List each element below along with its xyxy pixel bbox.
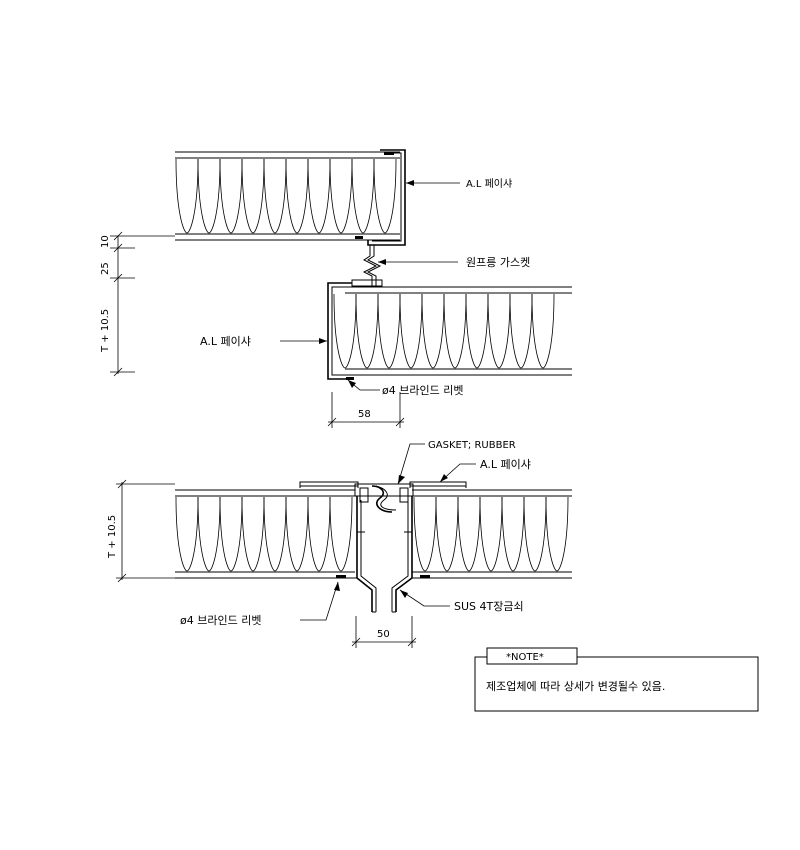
leader-blind-rivet-lower — [300, 581, 340, 621]
label-blind-rivet-lower: ø4 브라인드 리벳 — [180, 614, 261, 627]
upper-right-panel — [333, 286, 572, 376]
insulation-pattern — [413, 496, 569, 572]
insulation-batt — [465, 293, 489, 369]
insulation-batt — [377, 293, 401, 369]
insulation-batt — [285, 496, 309, 572]
insulation-batt — [487, 293, 511, 369]
label-sus-fitting: SUS 4T장금쇠 — [454, 600, 524, 613]
label-blind-rivet-upper: ø4 브라인드 리벳 — [382, 384, 463, 397]
gasket-rubber — [354, 483, 414, 513]
note-text: 제조업체에 따라 상세가 변경될수 있음. — [486, 679, 665, 693]
insulation-batt — [333, 293, 357, 369]
insulation-batt — [329, 496, 353, 572]
al-facia-upper — [355, 149, 406, 246]
note-title: *NOTE* — [506, 652, 544, 663]
insulation-batt — [307, 158, 331, 234]
dimension-58 — [327, 392, 405, 428]
insulation-batt — [355, 293, 379, 369]
label-al-facia-right: A.L 페이샤 — [466, 178, 512, 190]
lower-right-panel — [412, 489, 572, 579]
leader-al-facia-lower — [439, 463, 476, 483]
dim-t-upper: T + 10.5 — [100, 309, 111, 353]
leader-al-facia-right — [406, 180, 460, 186]
insulation-batt — [285, 158, 309, 234]
leader-one-touch-gasket — [378, 259, 458, 265]
insulation-batt — [545, 496, 569, 572]
insulation-batt — [219, 496, 243, 572]
dimension-50 — [351, 616, 417, 648]
insulation-batt — [399, 293, 423, 369]
lower-left-panel — [175, 489, 355, 579]
insulation-batt — [523, 496, 547, 572]
insulation-batt — [263, 496, 287, 572]
insulation-batt — [241, 158, 265, 234]
insulation-pattern — [175, 496, 353, 572]
insulation-batt — [509, 293, 533, 369]
leader-gasket-rubber — [397, 443, 425, 485]
insulation-batt — [443, 293, 467, 369]
insulation-batt — [329, 158, 353, 234]
dimension-t-lower — [116, 479, 175, 583]
label-al-facia-left: A.L 페이샤 — [200, 335, 251, 348]
insulation-batt — [263, 158, 287, 234]
insulation-batt — [219, 158, 243, 234]
insulation-batt — [421, 293, 445, 369]
dim-10: 10 — [100, 235, 111, 248]
insulation-batt — [175, 496, 199, 572]
insulation-batt — [197, 496, 221, 572]
insulation-batt — [175, 158, 199, 234]
insulation-batt — [197, 158, 221, 234]
insulation-batt — [413, 496, 437, 572]
dim-25: 25 — [100, 262, 111, 275]
label-al-facia-lower: A.L 페이샤 — [480, 458, 531, 471]
leader-sus-fitting — [399, 589, 450, 607]
leader-blind-rivet-upper — [347, 379, 380, 391]
one-touch-gasket — [351, 245, 383, 287]
al-facia-lower-top — [299, 481, 467, 488]
insulation-pattern — [175, 158, 397, 234]
leader-al-facia-left — [280, 338, 327, 344]
insulation-batt — [307, 496, 331, 572]
upper-left-panel — [175, 151, 400, 241]
insulation-batt — [373, 158, 397, 234]
insulation-pattern — [333, 293, 555, 369]
dimension-chain-upper — [110, 231, 175, 377]
dim-58: 58 — [358, 409, 371, 420]
insulation-batt — [479, 496, 503, 572]
insulation-batt — [241, 496, 265, 572]
insulation-batt — [457, 496, 481, 572]
al-facia-lower-channel — [327, 282, 354, 380]
insulation-batt — [435, 496, 459, 572]
label-gasket-rubber: GASKET; RUBBER — [428, 440, 516, 451]
insulation-batt — [351, 158, 375, 234]
insulation-batt — [501, 496, 525, 572]
dim-t-lower: T + 10.5 — [107, 515, 118, 559]
note-box — [474, 647, 759, 712]
label-one-touch-gasket: 원프릉 가스켓 — [466, 256, 530, 269]
dim-50: 50 — [377, 629, 390, 640]
sus-fitting-channel — [330, 496, 440, 613]
insulation-batt — [531, 293, 555, 369]
